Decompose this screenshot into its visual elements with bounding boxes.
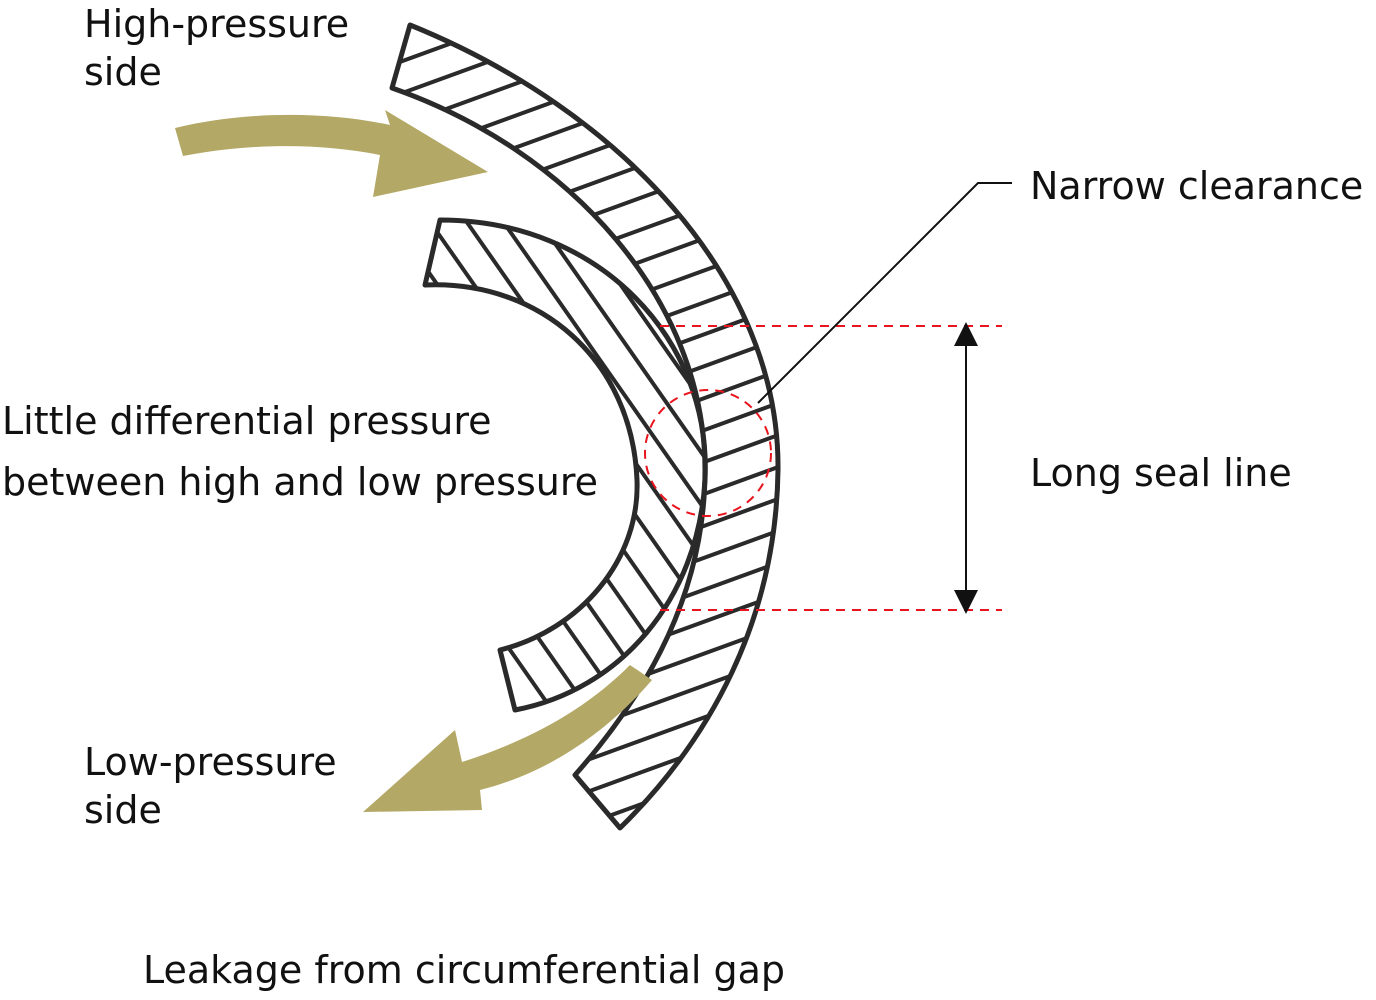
inner-seal-ring [422,217,708,713]
low-pressure-label-line1: Low-pressure [84,740,337,784]
differential-pressure-label-line2: between high and low pressure [2,460,598,504]
high-pressure-flow-arrow [175,110,488,197]
diagram-caption: Leakage from circumferential gap [143,948,786,992]
outer-seal-ring [389,22,781,831]
long-seal-line-label: Long seal line [1030,451,1292,495]
high-pressure-label-line2: side [84,50,162,94]
narrow-clearance-label: Narrow clearance [1030,164,1364,208]
high-pressure-label-line1: High-pressure [84,2,350,46]
low-pressure-label-line2: side [84,788,162,832]
differential-pressure-label-line1: Little differential pressure [2,399,492,443]
narrow-clearance-highlight [644,389,772,517]
low-pressure-flow-arrow [363,665,652,812]
narrow-clearance-leader [757,182,1012,404]
